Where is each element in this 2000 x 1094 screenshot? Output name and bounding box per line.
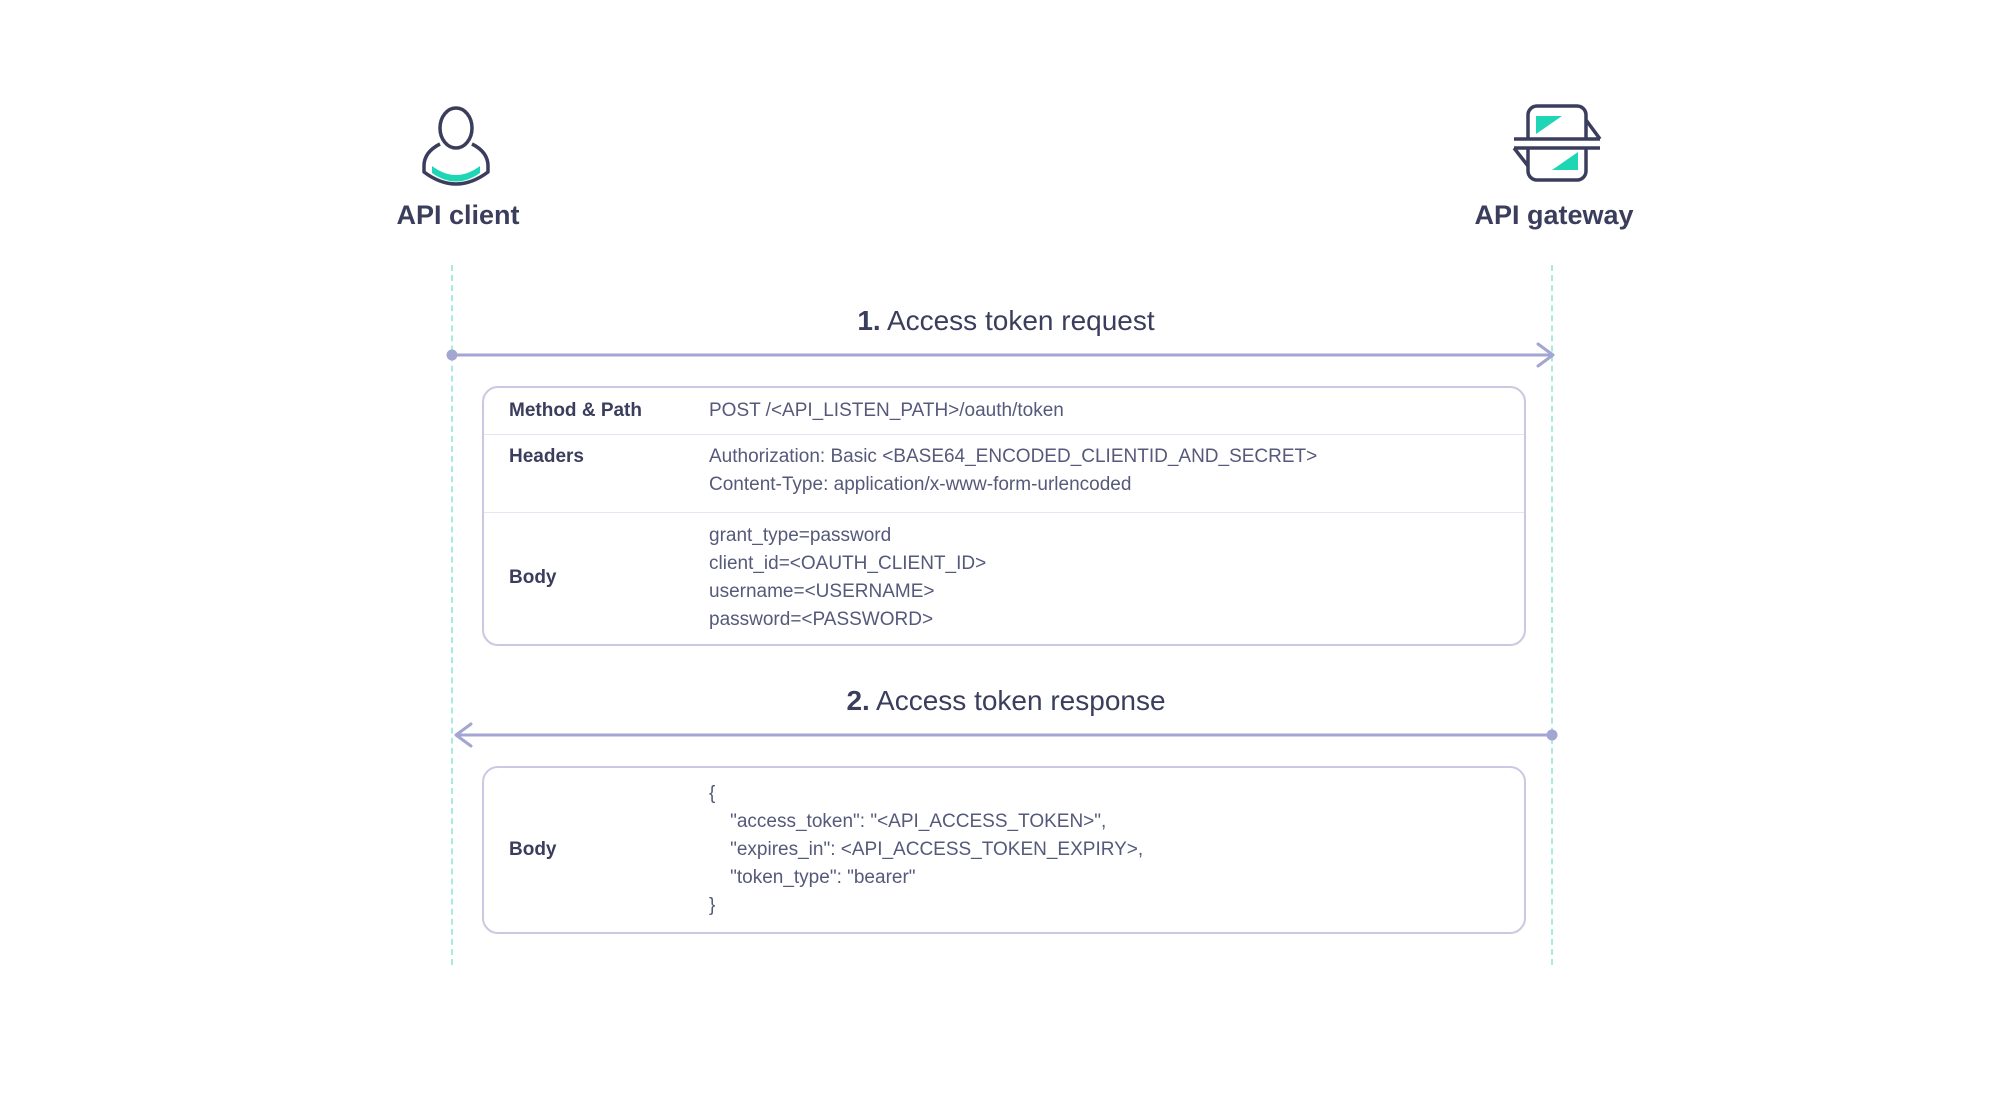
step2-title-text: Access token response xyxy=(876,685,1166,716)
step1-row-label: Body xyxy=(509,567,557,588)
step2-line: "token_type": "bearer" xyxy=(709,867,916,888)
api-client-label: API client xyxy=(396,200,520,230)
step2-response-box: Body { "access_token": "<API_ACCESS_TOKE… xyxy=(482,766,1526,934)
step1-row-body: Body grant_type=password client_id=<OAUT… xyxy=(484,513,1524,643)
step1-title-text: Access token request xyxy=(886,305,1155,336)
step1-row-value: Authorization: Basic <BASE64_ENCODED_CLI… xyxy=(709,443,1524,499)
step2-row-body: Body { "access_token": "<API_ACCESS_TOKE… xyxy=(484,768,1524,932)
step2-line: { xyxy=(709,783,716,804)
step2-row-value: { "access_token": "<API_ACCESS_TOKEN>", … xyxy=(709,780,1524,920)
step2-response-arrow xyxy=(454,722,1558,748)
step1-row-value: POST /<API_LISTEN_PATH>/oauth/token xyxy=(709,397,1524,425)
step2-title: 2. Access token response xyxy=(706,685,1306,717)
api-gateway-label: API gateway xyxy=(1474,200,1634,230)
step1-line: username=<USERNAME> xyxy=(709,581,935,602)
step1-line: Authorization: Basic <BASE64_ENCODED_CLI… xyxy=(709,446,1318,467)
step2-line: } xyxy=(709,895,716,916)
step1-line: Content-Type: application/x-www-form-url… xyxy=(709,474,1132,495)
step1-request-box: Method & Path POST /<API_LISTEN_PATH>/oa… xyxy=(482,386,1526,646)
step1-request-arrow xyxy=(446,342,1555,368)
step1-row-label: Headers xyxy=(509,446,584,467)
step2-line: "access_token": "<API_ACCESS_TOKEN>", xyxy=(709,811,1107,832)
step2-row-label: Body xyxy=(509,839,557,860)
step2-number: 2. xyxy=(846,685,870,716)
step1-row-value: grant_type=password client_id=<OAUTH_CLI… xyxy=(709,522,1524,634)
step2-line: "expires_in": <API_ACCESS_TOKEN_EXPIRY>, xyxy=(709,839,1144,860)
step1-line: grant_type=password xyxy=(709,525,892,546)
step1-row-headers: Headers Authorization: Basic <BASE64_ENC… xyxy=(484,435,1524,513)
step1-row-method: Method & Path POST /<API_LISTEN_PATH>/oa… xyxy=(484,388,1524,435)
step1-line: POST /<API_LISTEN_PATH>/oauth/token xyxy=(709,400,1064,421)
step1-line: password=<PASSWORD> xyxy=(709,609,934,630)
user-icon xyxy=(422,106,490,186)
api-client-lifeline xyxy=(451,265,453,965)
step1-title: 1. Access token request xyxy=(706,305,1306,337)
api-gateway-lifeline xyxy=(1551,265,1553,965)
step1-row-label: Method & Path xyxy=(509,400,642,421)
step1-number: 1. xyxy=(857,305,881,336)
step1-line: client_id=<OAUTH_CLIENT_ID> xyxy=(709,553,987,574)
api-gateway-icon xyxy=(1512,104,1602,182)
